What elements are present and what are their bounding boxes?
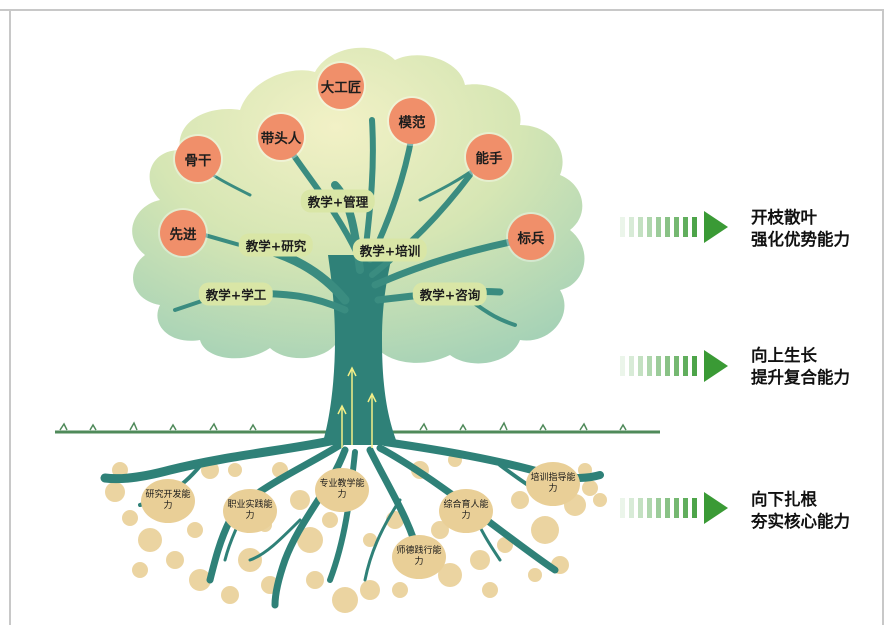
- circle-advanced-text: 先进: [169, 227, 197, 243]
- branch-label-consulting-text: 教学+咨询: [419, 287, 481, 303]
- circle-leader-text: 带头人: [260, 131, 302, 147]
- root-bulb: [138, 528, 162, 552]
- root-label-professional-practice-text: 职业实践能力: [227, 500, 273, 521]
- circle-pacesetter-text: 标兵: [517, 231, 545, 247]
- side-label-root-down-line1: 向下扎根: [751, 490, 817, 509]
- root-bulb: [228, 463, 242, 477]
- side-label-branch-out-line2: 强化优势能力: [751, 230, 850, 249]
- root-label-professional-teaching-text: 专业教学能力: [319, 479, 365, 500]
- branch-label-management-text: 教学+管理: [307, 194, 369, 210]
- side-arrow: [620, 211, 728, 243]
- root-label-training-guidance: 培训指导能力: [526, 462, 580, 506]
- branch-label-training-text: 教学+培训: [359, 243, 421, 259]
- side-label-branch-out-line1: 开枝散叶: [751, 208, 817, 227]
- side-arrow: [620, 492, 728, 524]
- tree-roots: [100, 435, 604, 609]
- branch-label-management: 教学+管理: [300, 189, 376, 213]
- root-bulb: [482, 582, 498, 598]
- root-bulb: [360, 580, 380, 600]
- root-label-training-guidance-text: 培训指导能力: [530, 473, 576, 494]
- right-border: [882, 9, 884, 625]
- branch-label-research: 教学+研究: [238, 233, 314, 257]
- root-bulb: [166, 551, 184, 569]
- root-label-comprehensive-education: 综合育人能力: [439, 489, 493, 533]
- growth-arrows: [337, 366, 377, 448]
- left-border: [9, 9, 11, 625]
- side-label-grow-up-line1: 向上生长: [751, 346, 817, 365]
- root-bulb: [431, 521, 449, 539]
- side-label-grow-up-line2: 提升复合能力: [751, 368, 850, 387]
- root-bulb: [306, 571, 324, 589]
- root-bulb: [392, 582, 408, 598]
- root-label-research-development-text: 研究开发能力: [145, 490, 191, 511]
- root-bulb: [187, 522, 203, 538]
- circle-model-text: 模范: [398, 115, 426, 131]
- branch-label-student-work-text: 教学+学工: [205, 287, 267, 303]
- root-bulb: [470, 550, 490, 570]
- side-label-grow-up: 向上生长 提升复合能力: [751, 345, 850, 389]
- root-label-professional-practice: 职业实践能力: [223, 489, 277, 533]
- root-bulb: [132, 562, 148, 578]
- root-bulb: [332, 587, 358, 613]
- circle-backbone-text: 骨干: [184, 153, 212, 169]
- root-bulb: [105, 482, 125, 502]
- side-label-root-down-line2: 夯实核心能力: [751, 512, 850, 531]
- root-bulb: [322, 512, 338, 528]
- root-label-ethics-practice-text: 师德践行能力: [396, 546, 442, 567]
- circle-expert-text: 能手: [475, 151, 503, 167]
- branch-label-research-text: 教学+研究: [245, 238, 307, 254]
- branch-label-student-work: 教学+学工: [198, 282, 274, 306]
- root-label-professional-teaching: 专业教学能力: [315, 468, 369, 512]
- circle-leader: 带头人: [258, 114, 304, 160]
- root-bulb: [189, 569, 211, 591]
- circle-model: 模范: [389, 98, 435, 144]
- circle-master-craftsman-text: 大工匠: [320, 80, 362, 96]
- root-bulb: [528, 568, 542, 582]
- side-arrow: [620, 350, 728, 382]
- root-bulb: [531, 516, 559, 544]
- root-bulb: [363, 533, 377, 547]
- circle-expert: 能手: [466, 134, 512, 180]
- root-bulb: [511, 491, 529, 509]
- branch-label-consulting: 教学+咨询: [412, 282, 488, 306]
- root-bulb: [122, 510, 138, 526]
- root-bulbs: [105, 453, 607, 613]
- side-label-branch-out: 开枝散叶 强化优势能力: [751, 207, 850, 251]
- root-label-comprehensive-education-text: 综合育人能力: [443, 500, 489, 521]
- circle-advanced: 先进: [160, 210, 206, 256]
- side-arrows: [620, 211, 728, 524]
- root-label-ethics-practice: 师德践行能力: [392, 535, 446, 579]
- branch-label-training: 教学+培训: [352, 238, 428, 262]
- root-bulb: [582, 480, 598, 496]
- root-bulb: [438, 563, 462, 587]
- root-bulb: [221, 586, 239, 604]
- side-label-root-down: 向下扎根 夯实核心能力: [751, 489, 850, 533]
- top-border: [0, 9, 884, 11]
- root-label-research-development: 研究开发能力: [141, 479, 195, 523]
- root-bulb: [290, 490, 310, 510]
- root-bulb: [593, 493, 607, 507]
- circle-pacesetter: 标兵: [508, 214, 554, 260]
- root-bulb: [297, 527, 323, 553]
- circle-backbone: 骨干: [175, 136, 221, 182]
- circle-master-craftsman: 大工匠: [318, 63, 364, 109]
